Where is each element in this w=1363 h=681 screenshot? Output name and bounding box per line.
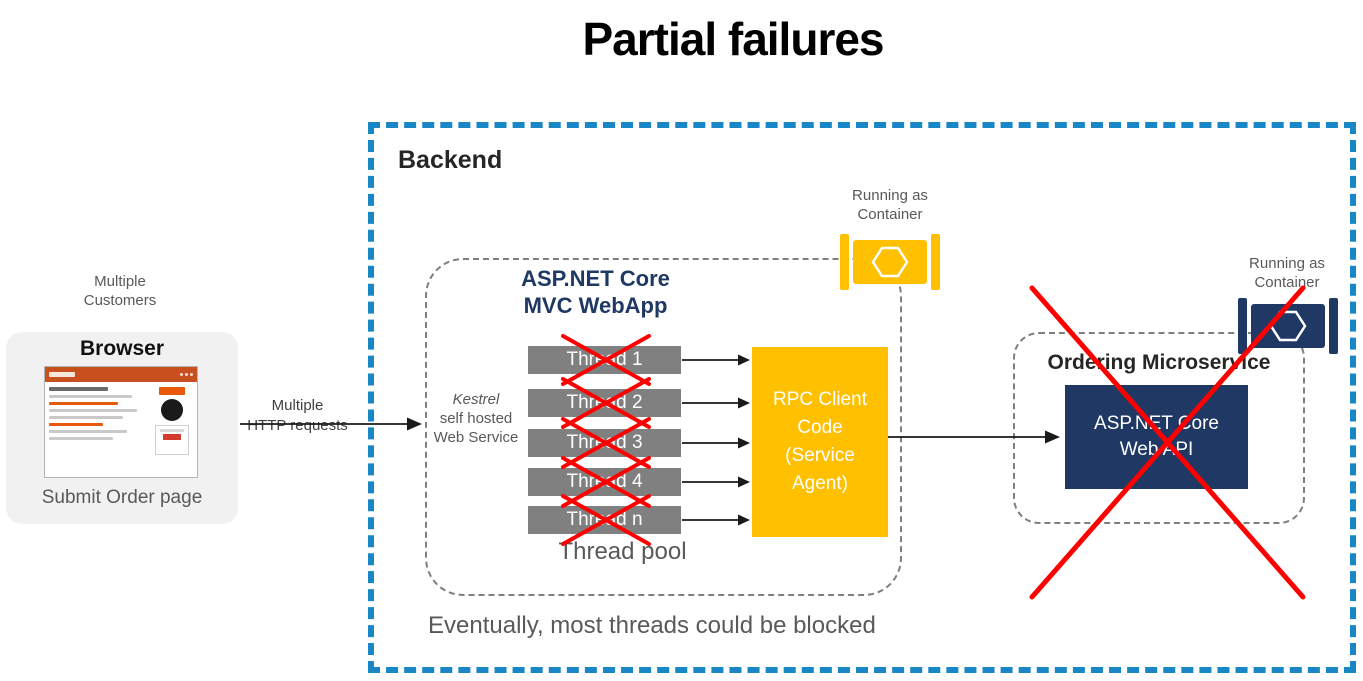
webapp-container-label-line-1: Running as [852,187,928,204]
dot [180,373,183,376]
web-api-box: ASP.NET Core Web API [1065,385,1248,489]
kestrel-line-2: self hosted [439,410,513,427]
hexagon-icon [871,246,909,278]
thread-pool-label: Thread pool [558,538,687,565]
webapp-title-line-1: ASP.NET Core [521,266,670,291]
ordering-container-label-line-1: Running as [1249,255,1325,272]
thumbnail-logo [49,372,75,377]
container-body [853,240,927,284]
webapp-title-line-2: MVC WebApp [523,293,668,318]
thread-bar-4: Thread 4 [528,468,681,496]
ordering-microservice-title: Ordering Microservice [1047,351,1271,374]
ordering-container-icon [1238,298,1338,354]
webapp-title: ASP.NET Core MVC WebApp [468,265,723,319]
webapp-container-label-line-2: Container [857,206,923,223]
http-requests-label: Multiple HTTP requests [235,396,360,436]
customers-line-1: Multiple [94,273,146,290]
thumbnail-button [159,387,185,395]
container-bracket-right-icon [1329,298,1338,354]
thread-bar-1: Thread 1 [528,346,681,374]
blocked-threads-note: Eventually, most threads could be blocke… [428,612,876,639]
rpc-line-2: Code [797,417,843,438]
thread-bar-n: Thread n [528,506,681,534]
webapp-container-icon [840,234,940,290]
text-line [49,402,118,405]
kestrel-label: Kestrel self hosted Web Service [421,390,531,447]
rpc-client-box: RPC Client Code (Service Agent) [752,347,888,537]
hexagon-icon [1269,310,1307,342]
text-line [49,430,128,433]
rpc-line-3: (Service [785,445,855,466]
text-line [49,387,108,391]
ordering-container-label: Running as Container [1225,254,1349,292]
thread-bar-2: Thread 2 [528,389,681,417]
requests-line-2: HTTP requests [247,417,348,434]
card-line [160,429,184,432]
text-line [49,423,103,426]
text-line [49,416,123,419]
ordering-container-label-line-2: Container [1254,274,1320,291]
thumbnail-menu-dots [180,373,193,376]
container-bracket-right-icon [931,234,940,290]
thumbnail-badge [161,399,183,421]
api-line-1: ASP.NET Core [1094,413,1219,434]
submit-order-caption: Submit Order page [41,487,203,508]
thumbnail-navbar [45,367,197,382]
thumbnail-content [45,382,197,460]
container-bracket-left-icon [840,234,849,290]
backend-label: Backend [398,146,503,174]
dot [185,373,188,376]
webapp-boundary [425,258,902,596]
requests-line-1: Multiple [271,397,324,414]
thumbnail-sidebar [151,387,193,455]
multiple-customers-label: Multiple Customers [50,272,190,310]
thumbnail-text-lines [49,387,147,455]
text-line [49,395,133,398]
browser-screenshot-thumbnail [44,366,198,478]
rpc-line-4: Agent) [792,473,848,494]
kestrel-line-1: Kestrel [452,391,500,408]
container-bracket-left-icon [1238,298,1247,354]
thumbnail-card [155,425,189,455]
dot [190,373,193,376]
text-line [49,409,138,412]
api-line-2: Web API [1119,439,1194,460]
thread-bar-3: Thread 3 [528,429,681,457]
customers-line-2: Customers [83,292,157,309]
kestrel-line-3: Web Service [433,429,519,446]
webapp-container-label: Running as Container [828,186,952,224]
container-body [1251,304,1325,348]
rpc-line-1: RPC Client [773,389,867,410]
card-button [163,434,181,440]
browser-title: Browser [79,337,165,360]
page-title: Partial failures [582,13,884,65]
text-line [49,437,113,440]
backend-boundary [368,122,1356,673]
